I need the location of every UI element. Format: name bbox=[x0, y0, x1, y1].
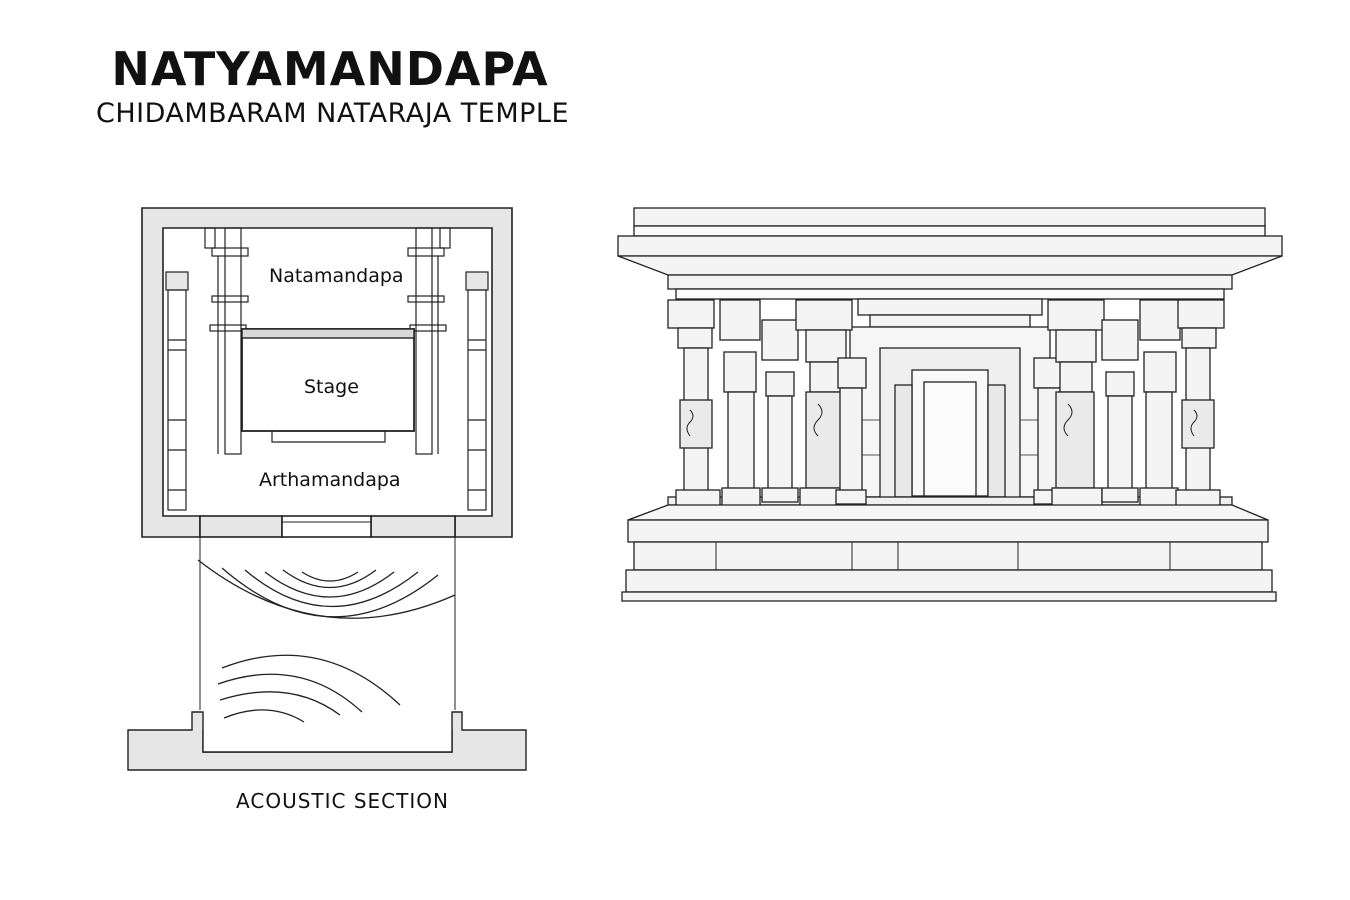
section-ground bbox=[127, 711, 527, 771]
elevation-columns bbox=[667, 299, 1225, 519]
label-stage: Stage bbox=[304, 376, 359, 398]
left-pilasters bbox=[165, 271, 189, 511]
label-natamandapa: Natamandapa bbox=[269, 265, 404, 287]
carved-motifs bbox=[686, 403, 1198, 437]
diagram-title: NATYAMANDAPA bbox=[111, 42, 549, 96]
entrance-threshold bbox=[281, 515, 372, 538]
entrance-door-left bbox=[199, 515, 283, 538]
entrance-door-right bbox=[370, 515, 456, 538]
acoustic-wave-lines bbox=[197, 559, 456, 723]
label-arthamandapa: Arthamandapa bbox=[259, 469, 401, 491]
temple-elevation-drawing bbox=[617, 207, 1283, 602]
stage-rect bbox=[241, 328, 415, 432]
right-pilasters bbox=[465, 271, 489, 511]
diagram-subtitle: CHIDAMBARAM NATARAJA TEMPLE bbox=[95, 98, 570, 129]
acoustic-section-caption: ACOUSTIC SECTION bbox=[236, 789, 449, 813]
inner-columns bbox=[204, 227, 451, 455]
